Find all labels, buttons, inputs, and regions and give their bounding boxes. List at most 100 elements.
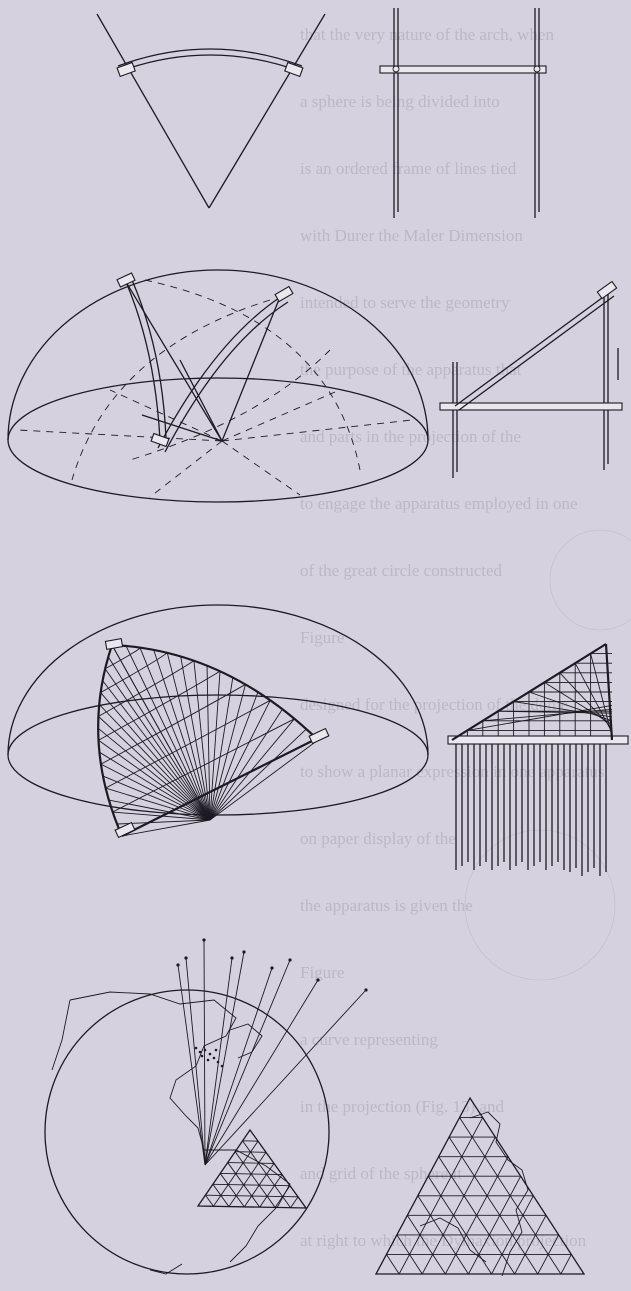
show-through-row: at right to which the Dymaxion projectio… [300,1231,587,1250]
angle-instrument-diagram [96,13,326,209]
inclined-frame-arm-edge [458,295,615,411]
flat-triangle-grid [374,1096,586,1275]
ray-tip [202,938,206,942]
globe-tri-line [228,1152,267,1207]
globe-tri-line [227,1162,275,1164]
flat-tri-line [468,1176,522,1275]
instrument-left-clamp [116,61,136,78]
ray-grid-clamp-2 [308,727,330,745]
ray-fan-lines [97,644,319,837]
ray-line [153,649,211,821]
flat-triangle-projection [374,1096,586,1277]
globe-ray [177,964,206,1166]
globe-ray [185,957,206,1166]
globe-triangle-grid [196,1128,308,1209]
antarctic-edge [149,1263,183,1275]
ray-grid-left-rib [97,644,124,837]
instrument-left-leg [96,13,210,209]
ray-tip [288,958,292,962]
dome-base-ellipse [7,377,429,503]
ray-tip [176,963,180,967]
inclined-frame-arm [454,291,611,407]
ray-line [121,819,211,837]
globe-outline [44,989,330,1275]
dome-radial-2 [221,419,413,442]
ray-grid-clamp-1 [114,821,136,839]
inclined-frame-side-view [439,280,623,478]
show-through-row: in the projection (Fig. 13) and [300,1097,504,1116]
island-dot [200,1054,204,1058]
h-frame-left-pivot [392,65,400,73]
globe-ray [204,967,273,1166]
ray-line [209,708,283,821]
ray-line [209,718,295,821]
ray-line [209,728,307,821]
truss-diagonal [590,653,613,737]
truss-diagonal [544,682,613,726]
island-dot [212,1056,216,1060]
north-america-coastline [69,991,237,1151]
dome-instrument-clamp-3 [150,432,170,448]
dome-meridian-dashed-2 [71,299,271,481]
dome-great-circles-diagram [7,269,429,503]
ray-grid-arc [100,684,246,765]
ray-line [209,739,319,821]
show-through-row: the apparatus is given the [300,896,473,915]
ray-line [117,819,211,825]
show-through-row: that the very nature of the arch, when [300,25,554,44]
ray-tip [270,966,274,970]
rod-frame-side-view [447,643,629,876]
dome-radial-4 [221,440,301,496]
globe-tri-line [213,1140,259,1207]
dome-instrument-clamp-2 [274,285,294,303]
dome-instrument-rod-4 [179,359,223,442]
ray-grid-arc [112,718,295,813]
ray-line [206,665,211,821]
globe-ray [204,959,291,1166]
dome-ray-grid-diagram [7,604,429,839]
ray-grid-base-arm [121,735,323,837]
instrument-right-leg [208,13,326,209]
ray-grid-arc [100,652,168,693]
ray-tip [364,988,368,992]
flat-tri-line [514,1215,547,1275]
rod-frame-hypotenuse [451,643,607,741]
inclined-frame-top-clamp [596,280,618,300]
island-dot [216,1060,220,1064]
show-through-row: on paper display of the [300,829,456,848]
flat-tri-line [560,1254,572,1275]
dome-outline [7,269,429,441]
show-through-text: that the very nature of the arch, whena … [300,25,631,1250]
ray-line [180,656,211,821]
dome-meridian-dashed-3 [129,349,331,461]
ray-line [107,656,211,821]
ray-line [166,652,211,821]
show-through-row: Figure [300,628,344,647]
flat-tri-line [386,1254,400,1275]
ray-grid-top-rib [111,643,319,741]
inclined-frame-crossbar [439,402,623,411]
hanging-rods [455,744,607,876]
flat-tri-line [398,1117,484,1275]
dome-instrument-arc-1-edge [131,279,167,439]
ray-line [209,677,234,821]
globe-tri-outline [196,1128,308,1209]
ray-line [209,691,259,821]
flat-triangle-coastline-1 [469,1111,529,1277]
globe-tri-line [205,1194,214,1207]
globe-tri-line [212,1183,291,1187]
ray-line [102,775,211,821]
show-through-row: is an ordered frame of lines tied [300,159,517,178]
truss-diagonal [559,672,613,729]
island-dot [214,1048,218,1052]
caribbean-islands [194,1046,224,1068]
rod-frame-crossbar [447,735,629,745]
globe-ray [204,989,367,1166]
ray-tip [230,956,234,960]
show-through-row: of the great circle constructed [300,561,503,580]
ray-tip [184,956,188,960]
ray-line [99,751,211,821]
ray-dome-outline [7,604,429,756]
